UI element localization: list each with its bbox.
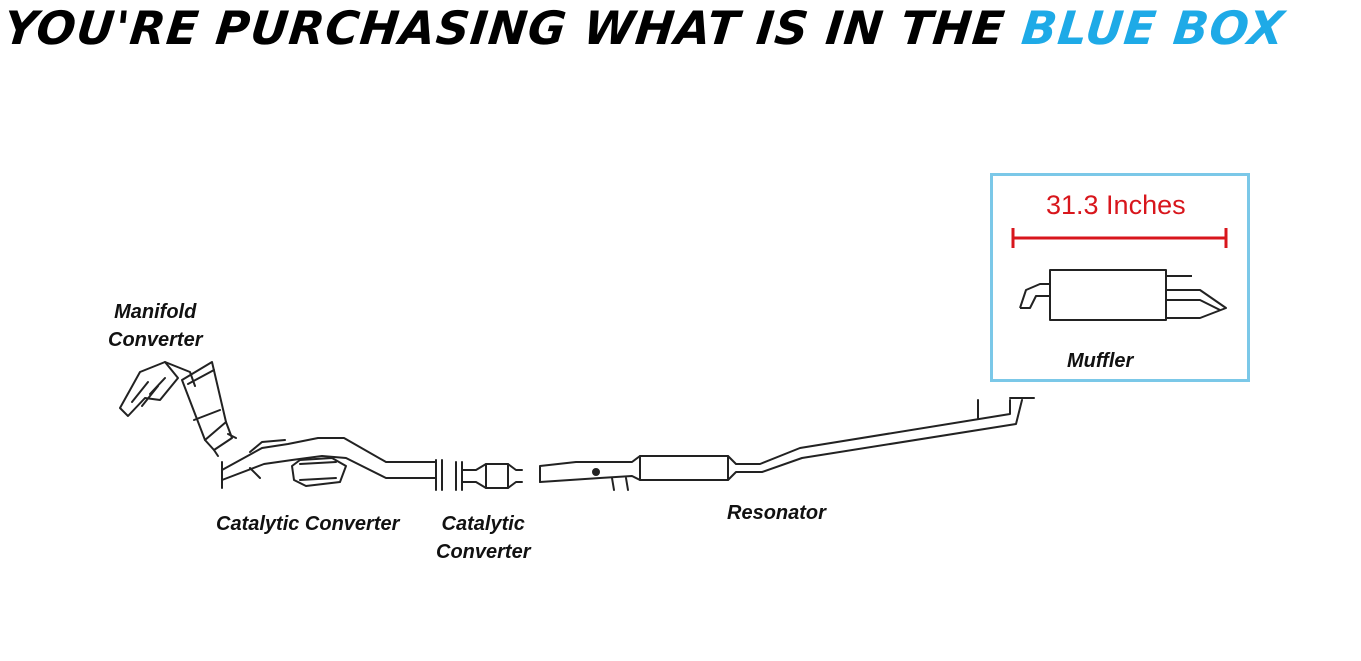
manifold-label-line2: Converter	[108, 329, 203, 351]
manifold-converter-part	[119, 361, 237, 457]
measurement-line	[1011, 228, 1228, 248]
label-resonator: Resonator	[727, 502, 826, 524]
blue-box-highlight	[990, 173, 1250, 382]
label-manifold-converter: Manifold Converter	[108, 298, 202, 354]
label-catalytic-converter-1: Catalytic Converter	[216, 513, 400, 535]
label-muffler: Muffler	[1067, 350, 1134, 372]
label-catalytic-converter-2: Catalytic Converter	[436, 510, 530, 566]
catalytic-converter-1-part	[221, 437, 443, 491]
manifold-label-line1: Manifold	[114, 301, 197, 323]
catalytic-2-label-line2: Converter	[436, 541, 531, 563]
measurement-label: 31.3 Inches	[1046, 190, 1186, 220]
resonator-part	[539, 397, 1035, 491]
catalytic-2-label-line1: Catalytic	[441, 513, 525, 535]
catalytic-converter-2-part	[455, 461, 523, 491]
muffler-part	[1019, 269, 1227, 321]
